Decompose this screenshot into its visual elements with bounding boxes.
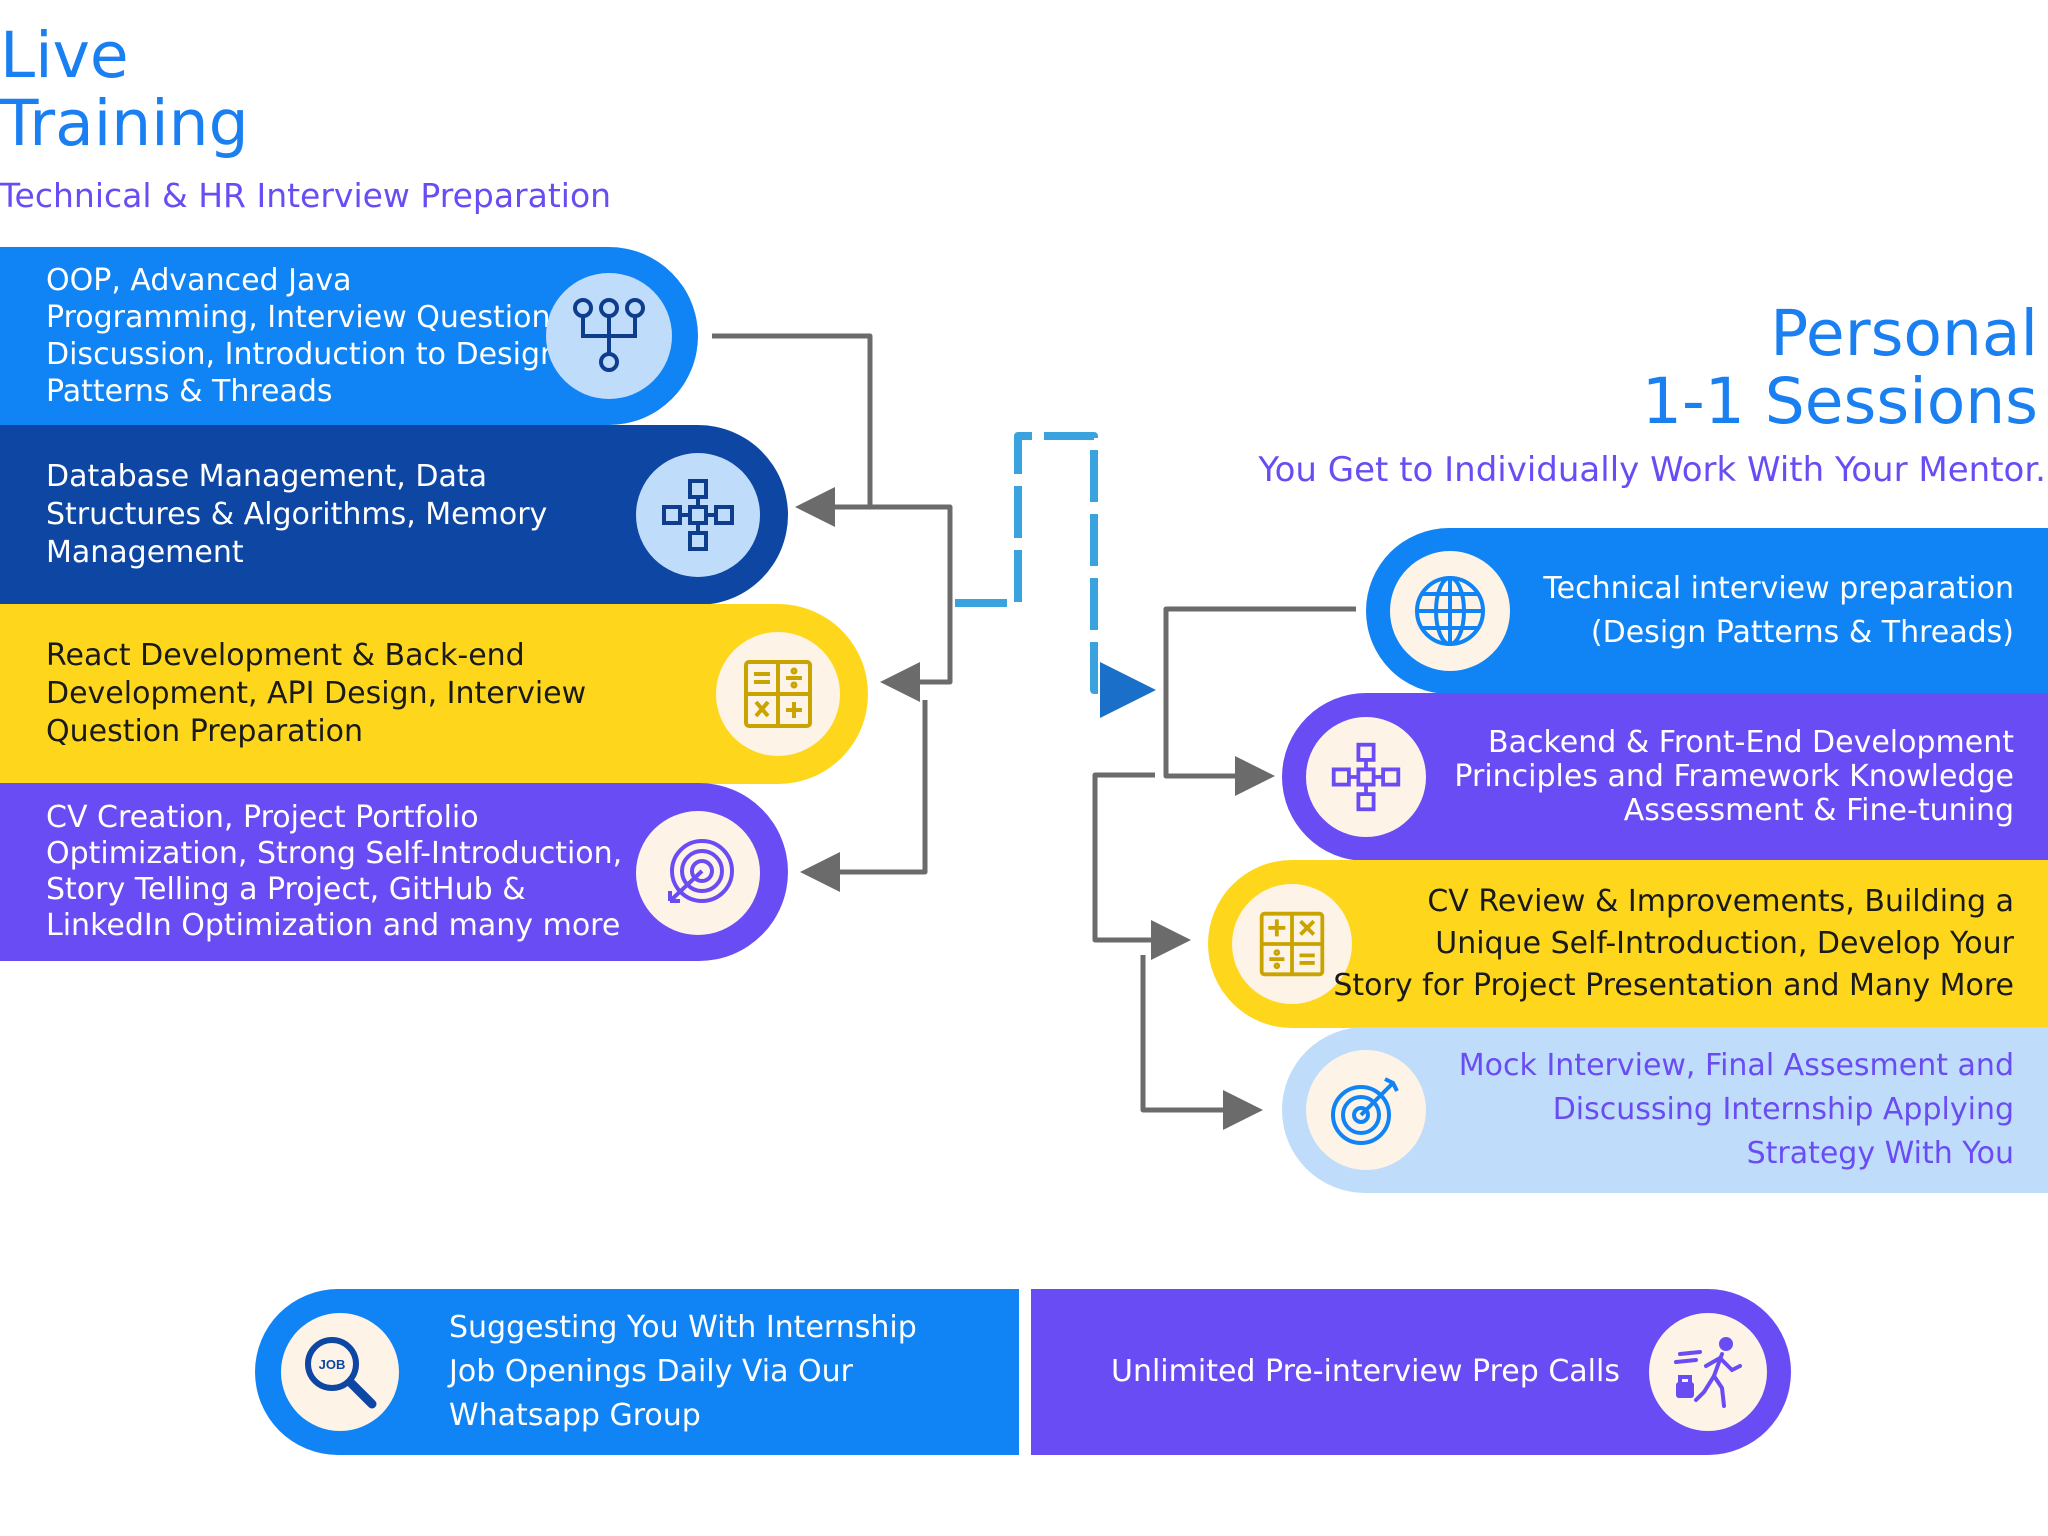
flowchart-icon — [1331, 742, 1401, 812]
personal-item-mock-interview: Mock Interview, Final Assesment and Disc… — [1282, 1027, 2048, 1193]
live-item-oop-java: OOP, Advanced Java Programming, Intervie… — [0, 247, 698, 425]
personal-item-icon-badge — [1306, 1050, 1426, 1170]
live-item-icon-badge — [716, 632, 840, 756]
live-training-title: Live Training — [0, 22, 249, 158]
live-item-text: React Development & Back-end Development… — [46, 638, 587, 749]
live-item-text: CV Creation, Project Portfolio Optimizat… — [46, 800, 623, 943]
target-icon — [1331, 1077, 1399, 1145]
live-item-icon-badge — [636, 453, 760, 577]
job-search-icon-badge: JOB — [281, 1313, 399, 1431]
live-item-text: Database Management, Data Structures & A… — [46, 459, 548, 570]
personal-item-text: Technical interview preparation (Design … — [1543, 571, 2014, 650]
live-item-icon-badge — [636, 811, 760, 935]
live-title-line2: Training — [0, 87, 249, 160]
target-icon — [668, 839, 734, 903]
live-title-line1: Live — [0, 19, 129, 92]
globe-icon — [1415, 576, 1485, 646]
personal-item-text: CV Review & Improvements, Building a Uni… — [1333, 884, 2014, 1003]
job-label: JOB — [319, 1357, 346, 1372]
personal-item-icon-badge — [1232, 884, 1352, 1004]
running-person-icon — [1674, 1337, 1742, 1408]
personal-item-technical: Technical interview preparation (Design … — [1366, 528, 2048, 694]
job-search-icon: JOB — [305, 1337, 377, 1409]
personal-item-text: Mock Interview, Final Assesment and Disc… — [1458, 1048, 2014, 1171]
personal-item-icon-badge — [1390, 551, 1510, 671]
personal-item-backend: Backend & Front-End Development Principl… — [1282, 693, 2048, 861]
live-item-cv: CV Creation, Project Portfolio Optimizat… — [0, 783, 788, 961]
prep-calls-text: Unlimited Pre-interview Prep Calls — [1111, 1354, 1620, 1389]
calculator-icon — [744, 660, 812, 728]
personal-sessions-subtitle: You Get to Individually Work With Your M… — [1258, 450, 2046, 490]
connector-center-bridge — [955, 432, 1156, 718]
calculator-icon — [1259, 911, 1325, 977]
live-item-react: React Development & Back-end Development… — [0, 604, 868, 784]
personal-item-cv-review: CV Review & Improvements, Building a Uni… — [1208, 860, 2048, 1028]
live-item-text: OOP, Advanced Java Programming, Intervie… — [46, 263, 560, 409]
personal-sessions-title: Personal 1-1 Sessions — [1642, 300, 2038, 436]
live-item-database: Database Management, Data Structures & A… — [0, 425, 788, 605]
live-item-icon-badge — [546, 273, 672, 399]
internship-openings-text: Suggesting You With Internship Job Openi… — [449, 1310, 917, 1433]
personal-title-line2: 1-1 Sessions — [1641, 365, 2038, 438]
flowchart-icon — [662, 479, 734, 551]
connector-left-2 — [815, 504, 953, 702]
personal-title-line1: Personal — [1770, 297, 2038, 370]
hierarchy-icon — [573, 298, 645, 372]
internship-openings-banner: JOB Suggesting You With Internship Job O… — [255, 1289, 1019, 1455]
prep-calls-banner: Unlimited Pre-interview Prep Calls — [1031, 1289, 1791, 1455]
connector-right-2 — [1092, 772, 1191, 960]
connector-left-3 — [800, 700, 928, 892]
connector-right-3 — [1140, 955, 1263, 1130]
personal-item-text: Backend & Front-End Development Principl… — [1454, 725, 2014, 828]
connector-right-1 — [1163, 606, 1356, 796]
live-training-subtitle: Technical & HR Interview Preparation — [0, 176, 612, 215]
prep-icon-badge — [1649, 1313, 1767, 1431]
personal-item-icon-badge — [1306, 717, 1426, 837]
